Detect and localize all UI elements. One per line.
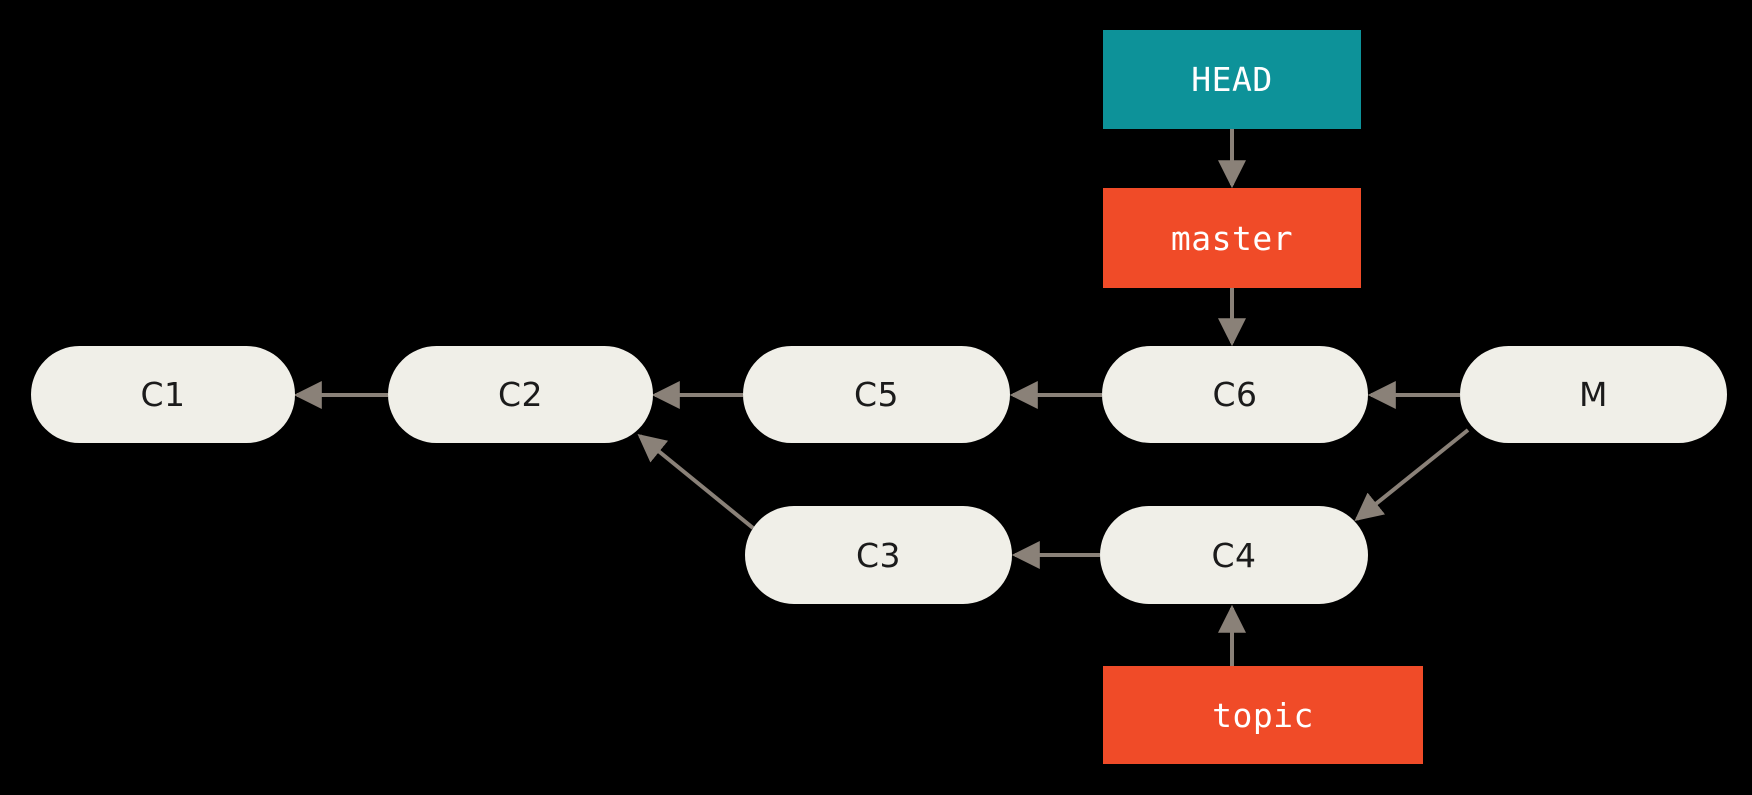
commit-node-c6[interactable]: C6 [1102,346,1368,443]
commit-node-m[interactable]: M [1460,346,1727,443]
commit-label: C2 [497,375,544,414]
edge-c3-to-c2 [637,433,755,530]
commit-label: C4 [1211,535,1257,575]
commit-label: C6 [1212,375,1258,414]
commit-label: C3 [855,535,902,575]
commit-node-c2[interactable]: C2 [388,346,653,443]
commit-node-c1[interactable]: C1 [31,346,295,443]
commit-label: C5 [853,375,900,414]
commit-node-c4[interactable]: C4 [1100,506,1368,604]
commit-node-c3[interactable]: C3 [745,506,1012,604]
commit-label: M [1579,375,1608,414]
branch-label: topic [1212,695,1314,735]
branch-label: master [1170,218,1294,258]
edge-m-to-c4 [1354,428,1470,522]
head-label: HEAD [1191,60,1273,99]
branch-label-topic[interactable]: topic [1103,666,1423,764]
branch-label-master[interactable]: master [1103,188,1361,288]
commit-label: C1 [140,375,186,414]
commit-node-c5[interactable]: C5 [743,346,1010,443]
head-pointer[interactable]: HEAD [1103,30,1361,129]
